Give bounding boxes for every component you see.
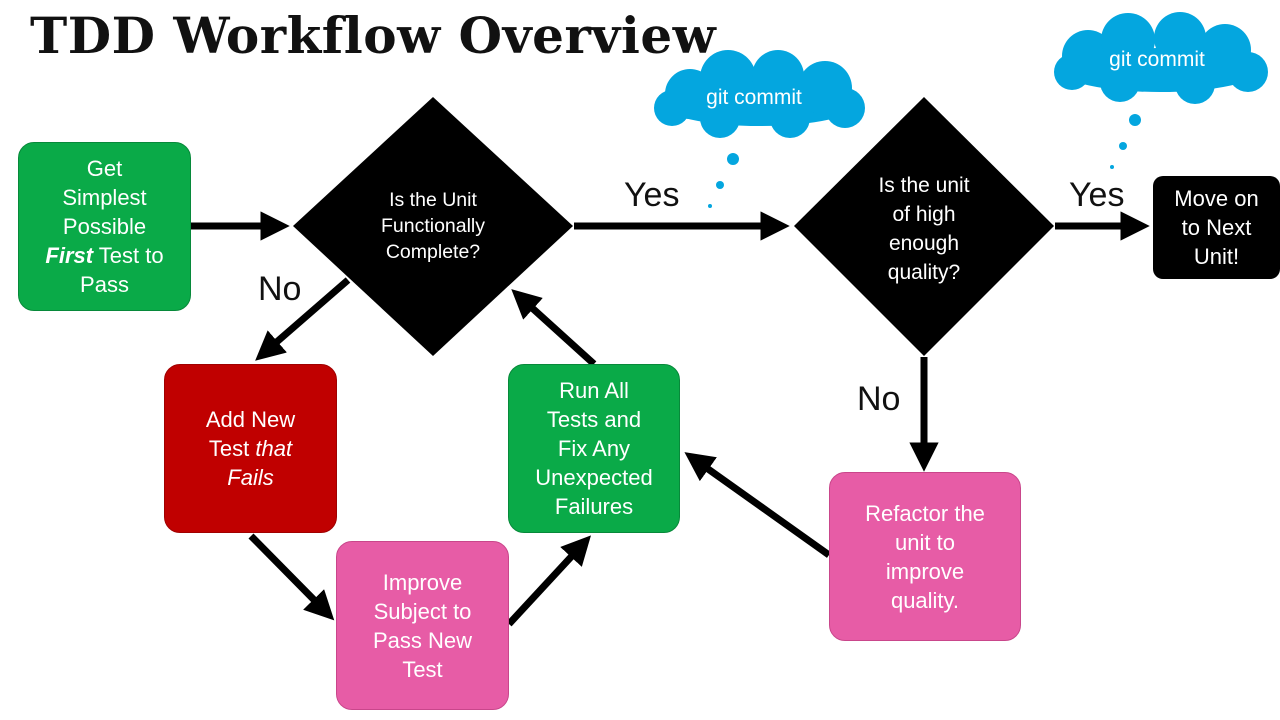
move-on-line: Move on xyxy=(1174,186,1259,211)
move-on-box: Move on to Next Unit! xyxy=(1153,176,1280,279)
decision2-line: quality? xyxy=(887,261,961,284)
decision2-text: Is the unit of high enough quality? xyxy=(849,170,999,288)
cloud-shape-1 xyxy=(654,50,865,138)
run-all-line: Tests and xyxy=(546,407,642,432)
start-emphasis-tail: Test to xyxy=(93,243,164,268)
decision2-line: of high xyxy=(892,203,956,226)
add-test-line: Fails xyxy=(227,463,273,492)
decision1-line: Is the Unit xyxy=(389,189,477,211)
start-line: Simplest xyxy=(62,185,147,210)
yes-label-1: Yes xyxy=(624,176,680,214)
run-all-box: Run All Tests and Fix Any Unexpected Fai… xyxy=(508,364,680,533)
run-all-line: Failures xyxy=(554,494,634,519)
refactor-line: quality. xyxy=(890,587,960,613)
page-title: TDD Workflow Overview xyxy=(30,6,717,65)
start-line: Pass xyxy=(80,272,129,297)
add-test-line: Add New xyxy=(205,407,296,432)
improve-line: Pass New xyxy=(372,627,473,653)
run-all-line: Run All xyxy=(559,378,629,403)
add-test-box: Add New Test that Fails xyxy=(164,364,337,533)
decision1-line: Complete? xyxy=(385,241,481,263)
arrow-run-to-decision1 xyxy=(511,289,597,367)
add-test-word: Test xyxy=(208,436,256,461)
improve-line: Test xyxy=(402,656,443,682)
move-on-line: Unit! xyxy=(1193,244,1240,269)
decision1-text: Is the Unit Functionally Complete? xyxy=(353,184,513,268)
run-all-line: Fix Any xyxy=(557,436,631,461)
move-on-line: to Next xyxy=(1181,215,1252,240)
thought-dots-2 xyxy=(1110,114,1141,169)
start-line: First Test to xyxy=(45,241,163,270)
decision2-line: Is the unit xyxy=(878,174,970,197)
yes-label-2: Yes xyxy=(1069,176,1125,214)
add-test-line: Test that xyxy=(209,434,292,463)
start-emphasis: First xyxy=(45,243,94,268)
refactor-box: Refactor the unit to improve quality. xyxy=(829,472,1021,641)
add-test-emphasis: that xyxy=(255,436,293,461)
arrow-add-to-improve xyxy=(248,533,335,621)
no-label-1: No xyxy=(258,270,302,308)
refactor-line: unit to xyxy=(895,529,955,555)
git-commit-cloud-2: git commit xyxy=(1064,42,1250,78)
git-commit-label: git commit xyxy=(706,86,802,109)
run-all-line: Unexpected xyxy=(535,465,653,490)
start-line: Get xyxy=(86,156,123,181)
no-label-2: No xyxy=(857,380,901,418)
git-commit-cloud-1: git commit xyxy=(664,80,844,116)
add-test-emphasis: Fails xyxy=(227,465,274,490)
decision2-line: enough xyxy=(888,232,960,255)
thought-dots-1 xyxy=(708,153,739,208)
start-line: Possible xyxy=(62,214,147,239)
cloud-shape-2 xyxy=(1054,12,1268,104)
arrow-refactor-to-run xyxy=(684,452,832,558)
improve-line: Subject to xyxy=(373,598,472,624)
refactor-line: improve xyxy=(885,558,965,584)
git-commit-label: git commit xyxy=(1109,48,1205,71)
decision-diamond-quality xyxy=(794,97,1054,356)
refactor-line: Refactor the xyxy=(865,500,985,526)
improve-box: Improve Subject to Pass New Test xyxy=(336,541,509,710)
improve-line: Improve xyxy=(382,569,463,595)
decision1-line: Functionally xyxy=(380,215,486,237)
arrow-improve-to-run xyxy=(506,535,591,627)
arrow-decision1-no xyxy=(255,277,351,361)
decision-diamond-functionally-complete xyxy=(293,97,573,356)
start-box: Get Simplest Possible First Test to Pass xyxy=(18,142,191,311)
